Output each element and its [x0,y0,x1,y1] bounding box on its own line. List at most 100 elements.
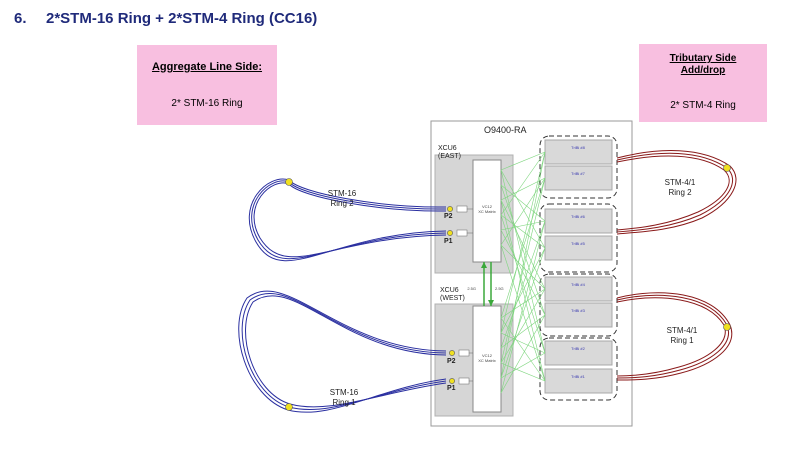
connector-line [500,220,546,231]
connector-line [500,169,546,249]
between-label-right: 2.5G [495,286,504,291]
connector-line [500,362,546,382]
connector-line [500,151,546,334]
connector-line [500,169,546,354]
connector-lines [500,151,546,394]
connector-line [500,151,546,379]
trib-group-4 [539,337,618,401]
stm4-ring2-label-line1: STM-4/1 [665,178,696,187]
tributary-card [544,302,613,328]
tributary-card [544,368,613,394]
tributary-card-label: TriBi #3 [571,308,585,313]
connector-line [500,247,546,334]
connector-line [500,184,546,316]
port-west-p1-module [458,377,470,385]
tributary-card-label: TriBi #2 [571,346,585,351]
connector-line [500,220,546,394]
tributary-card [544,235,613,261]
stm4-ring1-label-line1: STM-4/1 [667,326,698,335]
connector-line [500,184,546,222]
connector-line [500,220,546,349]
tributary-card [544,276,613,302]
tributary-cards: TriBi #8 TriBi #7 TriBi #6 TriBi #5 TriBi #4… [544,139,613,394]
port-east-p2-connector [447,206,453,212]
xcu-east-label-line2: (EAST) [438,153,461,160]
stm4-ring2-label-line2: Ring 2 [668,188,692,197]
connector-line [500,314,546,394]
tributary-card-label: TriBi #8 [571,145,585,150]
aggregate-line-side-box: Aggregate Line Side: 2* STM-16 Ring [137,45,277,125]
connector-line [500,288,546,364]
connector-line [500,332,546,354]
stm16-ring-2 [249,178,447,262]
stm16-ring2-label-line2: Ring 2 [330,199,354,208]
node-title: O9400-RA [484,125,527,135]
xcu-west-matrix [472,305,502,413]
tributary-card-label: TriBi #6 [571,214,585,219]
xcu-west-label-line1: XCU6 [440,287,459,294]
stm16-ring1-label-line2: Ring 1 [332,398,356,407]
xcu-west-label-line2: (WEST) [440,295,465,302]
tributary-card [544,165,613,191]
connector-line [500,247,546,379]
connector-line [500,314,546,349]
connector-line [500,352,546,379]
connector-line [500,151,546,171]
tributary-card-label: TriBi #7 [571,171,585,176]
stm4-ring-1 [616,292,733,381]
connector-line [500,317,546,382]
xcu-east-label-line1: XCU6 [438,145,457,152]
tributary-card [544,340,613,366]
stm16-ring-1 [238,290,447,413]
stm4-ring-2-connector [723,164,731,172]
aggregate-title: Aggregate Line Side: [151,61,263,73]
stm16-ring1-label-line1: STM-16 [330,388,359,397]
port-east-p2-label: P2 [444,213,453,220]
port-west-p2-connector [449,350,455,356]
xcu-east-matrix-line2: XC Matrix [478,209,496,214]
xcu-west-matrix-line2: XC Matrix [478,358,496,363]
port-east-p2-module [456,205,468,213]
port-west-p2-label: P2 [447,358,456,365]
port-east-p1-connector [447,230,453,236]
port-west-p1-connector [449,378,455,384]
stm16-ring2-label-line1: STM-16 [328,189,357,198]
between-label-left: 2.5G [467,286,476,291]
tributary-card [544,208,613,234]
connector-line [500,199,546,290]
stm16-ring-2-connector [285,178,293,186]
trib-group-1 [539,135,618,199]
port-west-p2-module [458,349,470,357]
section-heading: 6. 2*STM-16 Ring + 2*STM-4 Ring (CC16) [14,10,317,27]
connector-line [500,244,546,290]
tributary-title-line1: Tributary Side [669,53,737,64]
connector-line [500,151,546,216]
tributary-card [544,139,613,165]
connector-line [500,177,546,364]
inter-xcu-arrow-down [488,300,494,306]
port-west-p1-label: P1 [447,385,456,392]
stm4-ring1-label-line2: Ring 1 [670,336,694,345]
section-title: 2*STM-16 Ring + 2*STM-4 Ring (CC16) [46,10,318,27]
tributary-card-label: TriBi #4 [571,282,585,287]
tributary-card-label: TriBi #5 [571,241,585,246]
stm16-ring-1-connector [285,403,293,411]
stm4-ring-1-connector [723,323,731,331]
stm4-ring-2 [616,150,737,235]
connector-line [500,177,546,319]
inter-xcu-arrow-up [481,262,487,268]
port-east-p1-label: P1 [444,238,453,245]
section-number: 6. [14,10,27,27]
xcu-east-matrix-line1: VC12 [482,204,493,209]
xcu-west-matrix-line1: VC12 [482,353,493,358]
trib-group-2 [539,203,618,273]
tributary-subtitle: 2* STM-4 Ring [670,100,736,111]
xcu-east-matrix [472,159,502,263]
tributary-card-label: TriBi #1 [571,374,585,379]
tributary-title-line2: Add/drop [680,65,726,76]
aggregate-subtitle: 2* STM-16 Ring [171,98,243,109]
port-east-p1-module [456,229,468,237]
